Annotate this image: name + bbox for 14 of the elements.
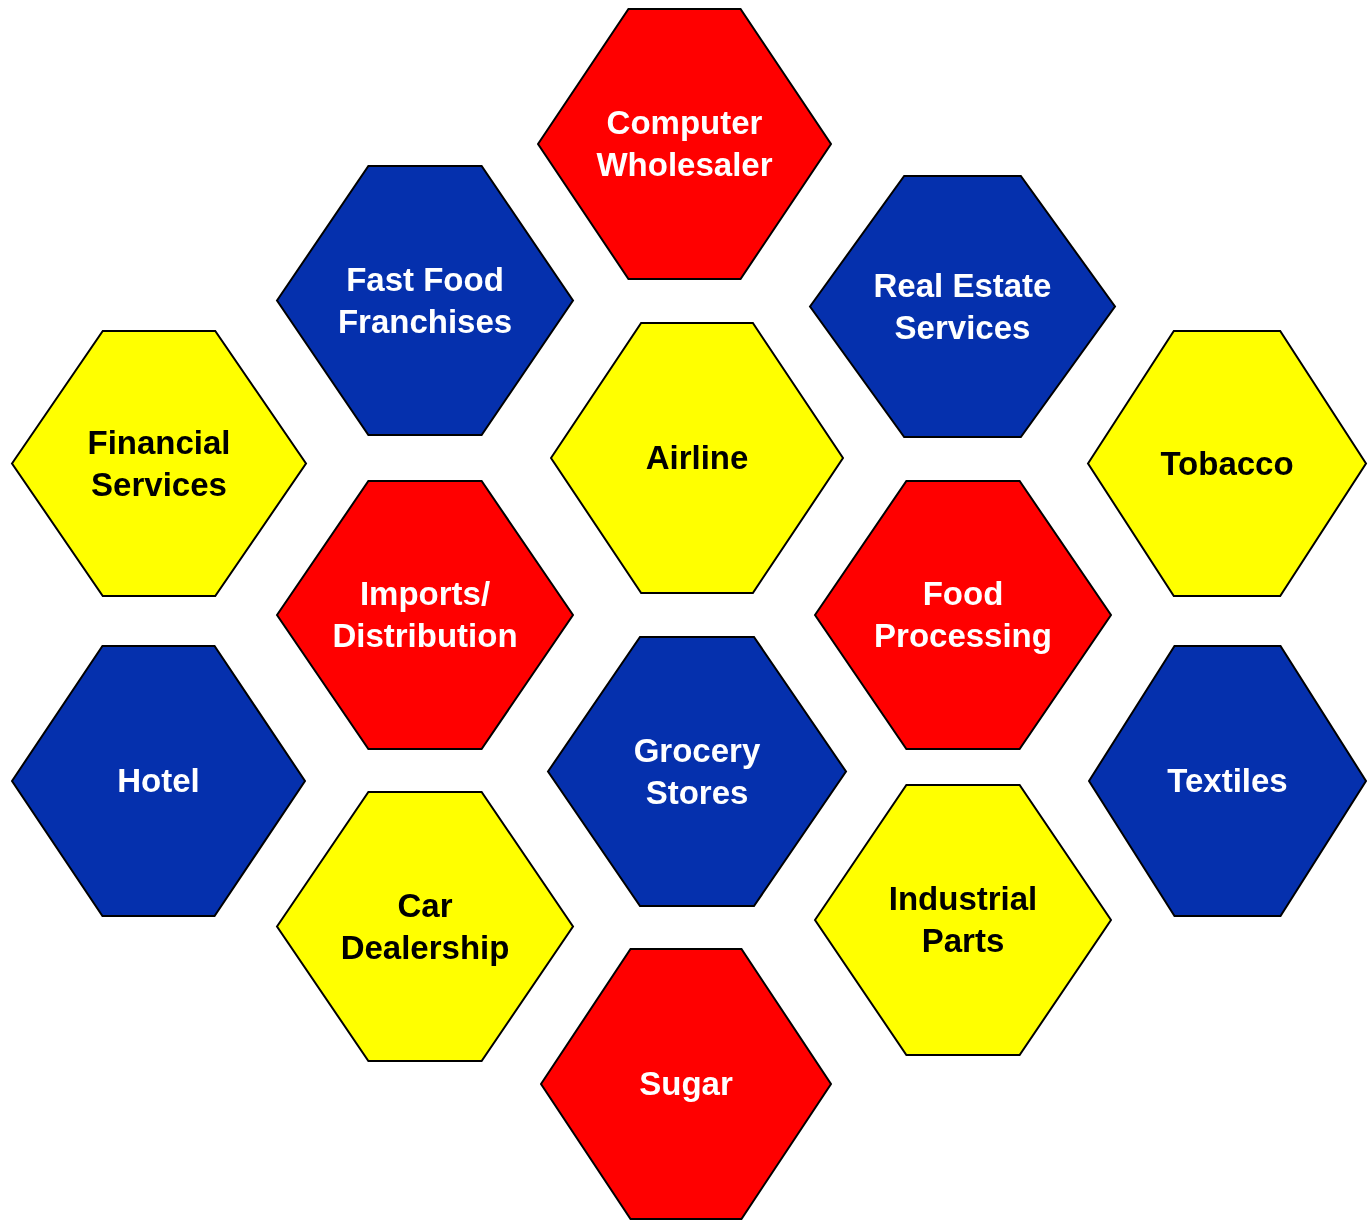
hexagon-label: Textiles: [1166, 761, 1289, 801]
hexagon-label: Imports/ Distribution: [331, 574, 519, 656]
hexagon-label: Fast Food Franchises: [336, 259, 514, 342]
hexagon-label: Airline: [644, 438, 750, 478]
hexagon-label: Car Dealership: [339, 885, 511, 968]
hexagon-label: Food Processing: [873, 574, 1053, 656]
hexagon-label: Tobacco: [1159, 443, 1295, 484]
hexagon-label: Hotel: [116, 761, 201, 801]
hexagon-label: Industrial Parts: [887, 879, 1039, 961]
hexagon-label: Financial Services: [86, 422, 232, 505]
hexagon-label: Real Estate Services: [872, 265, 1053, 348]
hexagon-label: Computer Wholesaler: [595, 103, 774, 185]
hexagon-label: Grocery Stores: [632, 730, 762, 813]
hexagon-label: Sugar: [638, 1064, 734, 1104]
